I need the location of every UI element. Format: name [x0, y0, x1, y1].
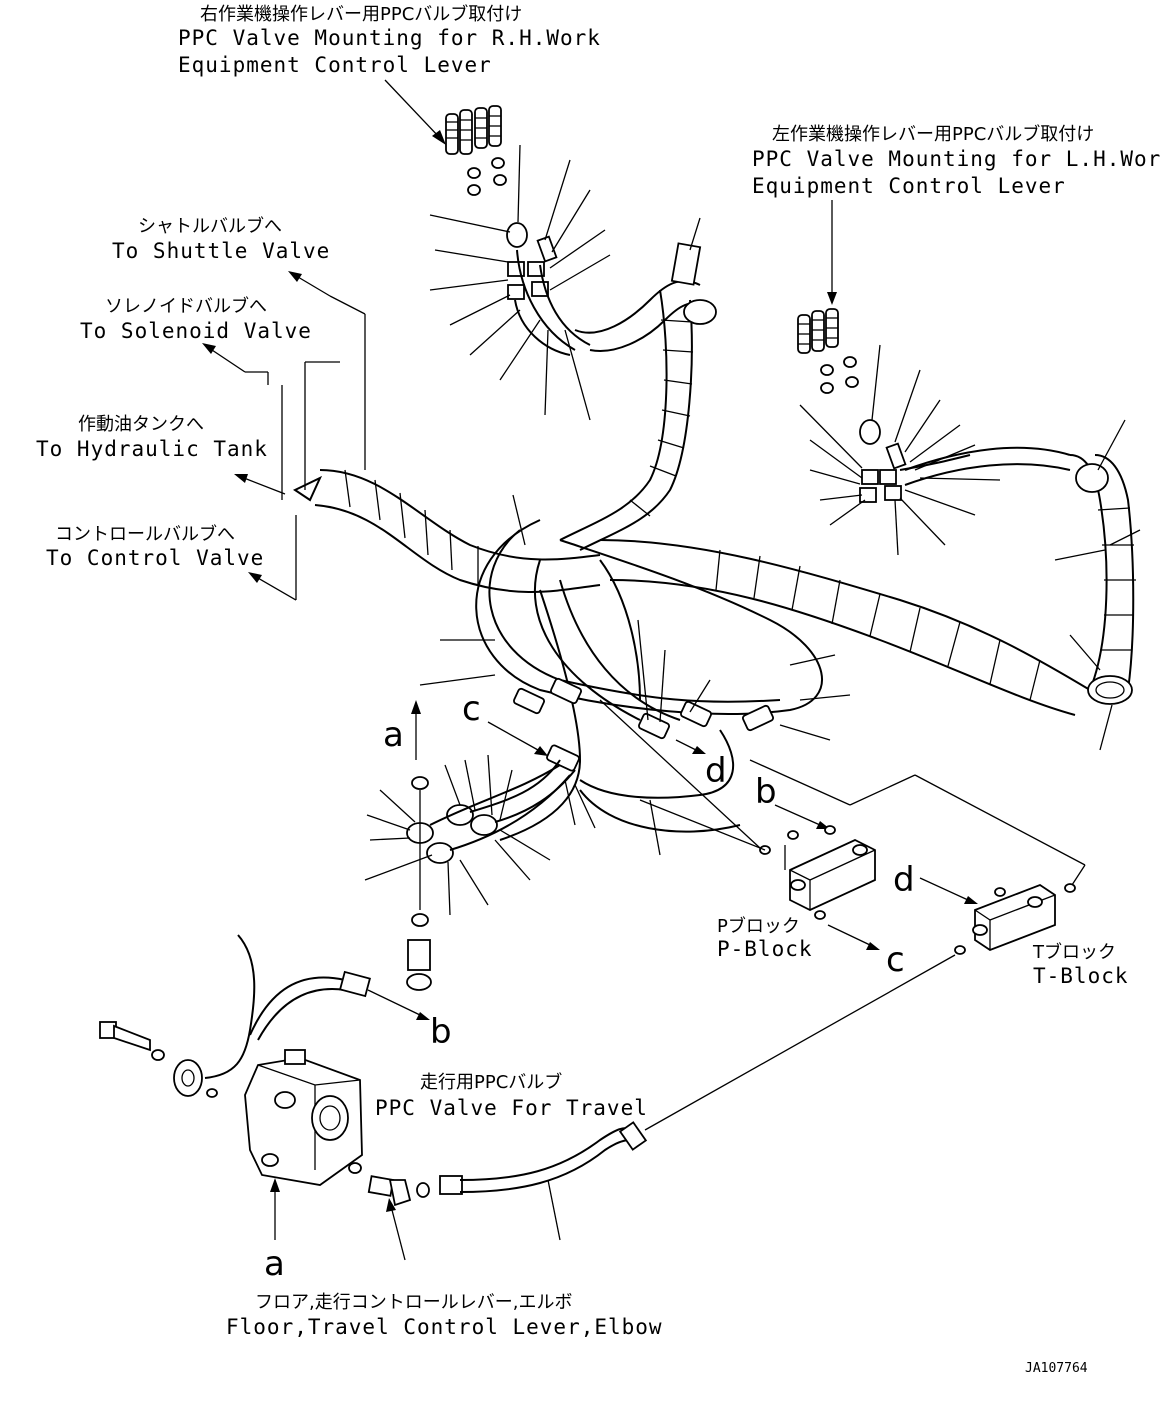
rh-ppc-label-en1: PPC Valve Mounting for R.H.Work	[178, 26, 601, 50]
t-block	[954, 883, 1076, 955]
hose-bundle	[292, 242, 1136, 841]
marker-d-mid: d	[705, 751, 727, 791]
lh-ppc-label: 左作業機操作レバー用PPCバルブ取付け PPC Valve Mounting f…	[752, 123, 1163, 198]
lh-ppc-fittings	[797, 308, 859, 394]
floor-label-en: Floor,Travel Control Lever,Elbow	[226, 1315, 663, 1339]
travel-ppc-valve	[244, 1049, 363, 1186]
left-lower-ppc	[364, 754, 596, 991]
control-valve-label-jp: コントロールバルブへ	[55, 523, 235, 545]
marker-b-bottom: b	[430, 1012, 452, 1052]
rh-ppc-label-en2: Equipment Control Lever	[178, 53, 492, 77]
marker-a-top: a	[383, 715, 404, 755]
t-block-label-jp: Tブロック	[1032, 941, 1116, 963]
p-block	[759, 825, 876, 920]
shuttle-label-en: To Shuttle Valve	[112, 239, 330, 263]
travel-hose-left	[99, 934, 371, 1098]
center-connectors	[270, 619, 978, 1261]
solenoid-label-jp: ソレノイドバルブへ	[105, 295, 267, 317]
hydraulic-tank-label: 作動油タンクへ To Hydraulic Tank	[36, 414, 268, 461]
rh-ppc-label: 右作業機操作レバー用PPCバルブ取付け PPC Valve Mounting f…	[178, 3, 601, 77]
reference-lines	[599, 699, 1086, 886]
rh-ppc-label-jp: 右作業機操作レバー用PPCバルブ取付け	[200, 3, 522, 25]
marker-c-left: c	[462, 689, 481, 729]
travel-ppc-label-jp: 走行用PPCバルブ	[420, 1071, 562, 1093]
travel-ppc-label-en: PPC Valve For Travel	[375, 1096, 648, 1120]
lh-ppc-label-jp: 左作業機操作レバー用PPCバルブ取付け	[772, 123, 1094, 145]
rh-fittings	[429, 144, 701, 546]
marker-b-mid: b	[755, 772, 777, 812]
shuttle-label: シャトルバルブへ To Shuttle Valve	[112, 215, 330, 263]
p-block-label-en: P-Block	[717, 937, 813, 961]
t-block-label-en: T-Block	[1033, 964, 1129, 988]
lh-ppc-label-en2: Equipment Control Lever	[752, 174, 1066, 198]
hydraulic-tank-label-en: To Hydraulic Tank	[36, 437, 268, 461]
floor-label: フロア,走行コントロールレバー,エルボ Floor,Travel Control…	[226, 1292, 663, 1339]
travel-ppc-label: 走行用PPCバルブ PPC Valve For Travel	[375, 1071, 648, 1120]
rh-ppc-fittings	[445, 105, 507, 196]
solenoid-label: ソレノイドバルブへ To Solenoid Valve	[80, 295, 312, 343]
lh-ppc-label-en1: PPC Valve Mounting for L.H.Work	[752, 147, 1163, 171]
lh-fittings	[799, 344, 1141, 751]
p-block-label-jp: Pブロック	[717, 915, 800, 937]
control-valve-label-en: To Control Valve	[46, 546, 264, 570]
floor-label-jp: フロア,走行コントロールレバー,エルボ	[255, 1292, 572, 1313]
hydraulic-tank-label-jp: 作動油タンクへ	[78, 414, 204, 435]
marker-a-bottom: a	[264, 1244, 285, 1284]
shuttle-label-jp: シャトルバルブへ	[138, 215, 282, 237]
drawing-code: JA107764	[1025, 1361, 1088, 1376]
marker-d-right: d	[893, 860, 915, 900]
t-block-label: Tブロック T-Block	[1032, 941, 1129, 988]
control-valve-label: コントロールバルブへ To Control Valve	[46, 523, 264, 570]
marker-c-right: c	[886, 940, 905, 980]
solenoid-label-en: To Solenoid Valve	[80, 319, 312, 343]
travel-hose-right	[367, 954, 956, 1241]
p-block-label: Pブロック P-Block	[717, 915, 813, 961]
label-arrows	[202, 79, 837, 601]
